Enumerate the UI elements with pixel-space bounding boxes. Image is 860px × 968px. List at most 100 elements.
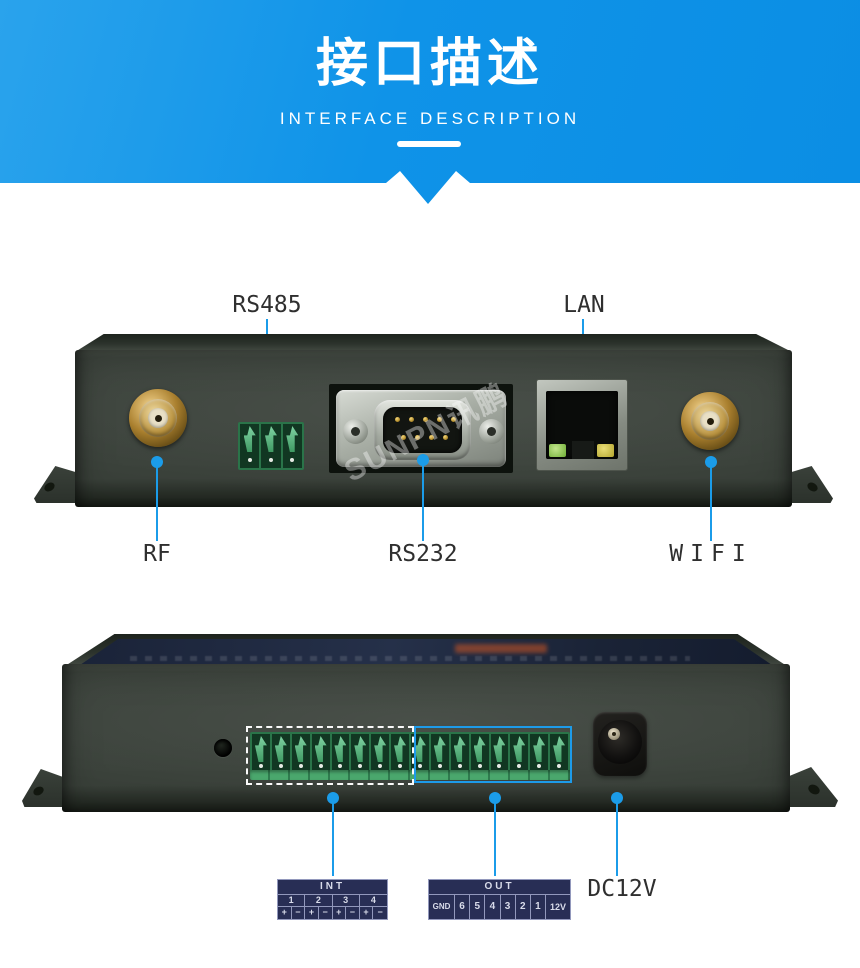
callout-dot-rf <box>151 456 163 468</box>
callout-dot-rs232 <box>417 454 429 466</box>
io-terminal-pin <box>510 734 529 770</box>
title-divider <box>397 141 461 147</box>
int-channel: 1 <box>278 895 306 907</box>
int-polarity: + <box>278 906 292 919</box>
front-device-top-face <box>75 334 792 352</box>
terminal-screw-dot <box>318 764 323 768</box>
callout-dot-out <box>489 792 501 804</box>
out-cell: 12V <box>549 902 566 912</box>
int-channel-row: 1 2 3 4 <box>278 895 387 907</box>
int-pinout-table: INT 1 2 3 4 + − + − + − + − <box>277 879 388 920</box>
label-rs232: RS232 <box>388 541 458 567</box>
terminal-screw-dot <box>298 764 303 768</box>
reset-hole <box>214 739 232 757</box>
terminal-screw-dot <box>557 764 562 768</box>
callout-dot-wifi <box>705 456 717 468</box>
terminal-arrow <box>243 426 256 452</box>
terminal-screw-dot <box>497 764 502 768</box>
label-rs485: RS485 <box>232 292 302 318</box>
io-terminal-pin <box>490 734 509 770</box>
io-terminal-pin <box>271 734 290 770</box>
terminal-strip-base <box>250 770 570 780</box>
terminal-arrow <box>286 426 299 452</box>
rs232-pin <box>429 435 434 440</box>
page-subtitle: INTERFACE DESCRIPTION <box>279 109 581 128</box>
terminal-screw-dot <box>437 764 442 768</box>
dc-jack-opening <box>598 720 642 764</box>
io-terminal-pin <box>530 734 549 770</box>
out-cell: 3 <box>501 895 516 919</box>
io-terminal-pin <box>252 734 270 770</box>
terminal-screw-dot <box>247 458 252 462</box>
wifi-antenna-connector <box>681 392 739 450</box>
terminal-screw-dot <box>268 458 273 462</box>
io-terminal-pin <box>331 734 350 770</box>
io-terminal-pin <box>291 734 310 770</box>
rs232-pin <box>451 417 456 422</box>
terminal-screw-dot <box>398 764 403 768</box>
rs232-dsub-cavity <box>383 407 462 453</box>
rs232-screw-right <box>479 419 504 444</box>
rs232-pin <box>443 435 448 440</box>
int-table-title: INT <box>278 880 387 895</box>
rs232-pin <box>401 435 406 440</box>
rf-antenna-connector <box>129 389 187 447</box>
callout-dot-dc12v <box>611 792 623 804</box>
wifi-connector-hole <box>706 417 714 425</box>
lan-rj45-latch-tab <box>572 441 594 459</box>
io-terminal-pin <box>371 734 390 770</box>
io-terminal-pin <box>311 734 330 770</box>
label-wifi: WIFI <box>669 541 753 567</box>
terminal-screw-dot <box>258 764 263 768</box>
int-channel: 4 <box>359 895 387 907</box>
io-terminal-pin <box>351 734 370 770</box>
out-section-marker <box>414 726 572 783</box>
lan-led-yellow <box>597 444 614 457</box>
lan-led-green <box>549 444 566 457</box>
out-cell: 4 <box>485 895 501 919</box>
terminal-screw-dot <box>517 764 522 768</box>
io-terminal-pin <box>550 734 568 770</box>
int-section-marker <box>246 726 414 785</box>
label-rf: RF <box>143 541 171 567</box>
label-dc12v: DC12V <box>587 876 657 902</box>
out-cells-row: GND 6 5 4 3 2 1 12V <box>429 895 570 919</box>
back-device-top-label-panel <box>80 639 772 665</box>
int-channel: 3 <box>332 895 360 907</box>
rs232-pin <box>409 417 414 422</box>
out-pinout-table: OUT GND 6 5 4 3 2 1 12V <box>428 879 571 920</box>
terminal-screw-dot <box>457 764 462 768</box>
terminal-screw-dot <box>417 764 422 768</box>
int-polarity: − <box>292 906 306 919</box>
out-cell: 5 <box>470 895 486 919</box>
int-polarity-row: + − + − + − + − <box>278 906 387 919</box>
rs485-pin <box>240 424 260 468</box>
dc-jack-center-pin <box>608 728 620 740</box>
terminal-screw-dot <box>278 764 283 768</box>
rs232-pin <box>423 417 428 422</box>
rs232-pin <box>415 435 420 440</box>
io-terminal-pin <box>430 734 449 770</box>
terminal-screw-dot <box>358 764 363 768</box>
io-terminal-pin <box>450 734 469 770</box>
out-cell: GND <box>429 895 455 919</box>
int-polarity: + <box>333 906 347 919</box>
callout-line-int <box>332 803 334 876</box>
int-polarity: − <box>319 906 333 919</box>
callout-line-rs232 <box>422 465 424 541</box>
io-terminal-pin <box>391 734 409 770</box>
int-polarity: − <box>377 907 383 917</box>
io-terminal-strip <box>250 732 570 772</box>
out-table-title: OUT <box>429 880 570 895</box>
callout-line-dc12v <box>616 803 618 876</box>
rs485-pin <box>282 424 302 468</box>
rs232-pin <box>395 417 400 422</box>
out-cell: 6 <box>455 895 471 919</box>
terminal-screw-dot <box>477 764 482 768</box>
out-cell: 1 <box>531 895 546 919</box>
header-banner: 接口描述 INTERFACE DESCRIPTION <box>0 0 860 204</box>
rs485-terminal-block <box>238 422 304 470</box>
terminal-screw-dot <box>338 764 343 768</box>
callout-dot-int <box>327 792 339 804</box>
